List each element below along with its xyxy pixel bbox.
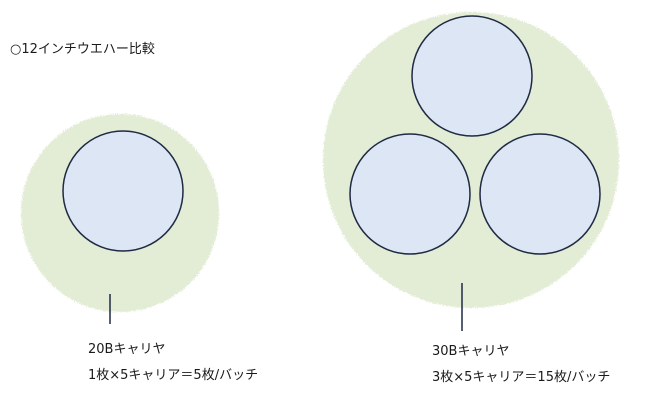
carrier-30b-capacity: 3枚×5キャリア＝15枚/バッチ (432, 370, 611, 385)
carrier-30b-name: 30Bキャリヤ (432, 344, 510, 359)
wafer-20b (62, 130, 184, 252)
carrier-20b-name: 20Bキャリヤ (88, 342, 166, 357)
page-title: ○12インチウエハー比較 (10, 42, 155, 57)
wafer-30b-top (411, 15, 533, 137)
carrier-20b-capacity: 1枚×5キャリア＝5枚/バッチ (88, 368, 259, 383)
wafer-30b-right (479, 133, 601, 255)
wafer-30b-left (349, 133, 471, 255)
